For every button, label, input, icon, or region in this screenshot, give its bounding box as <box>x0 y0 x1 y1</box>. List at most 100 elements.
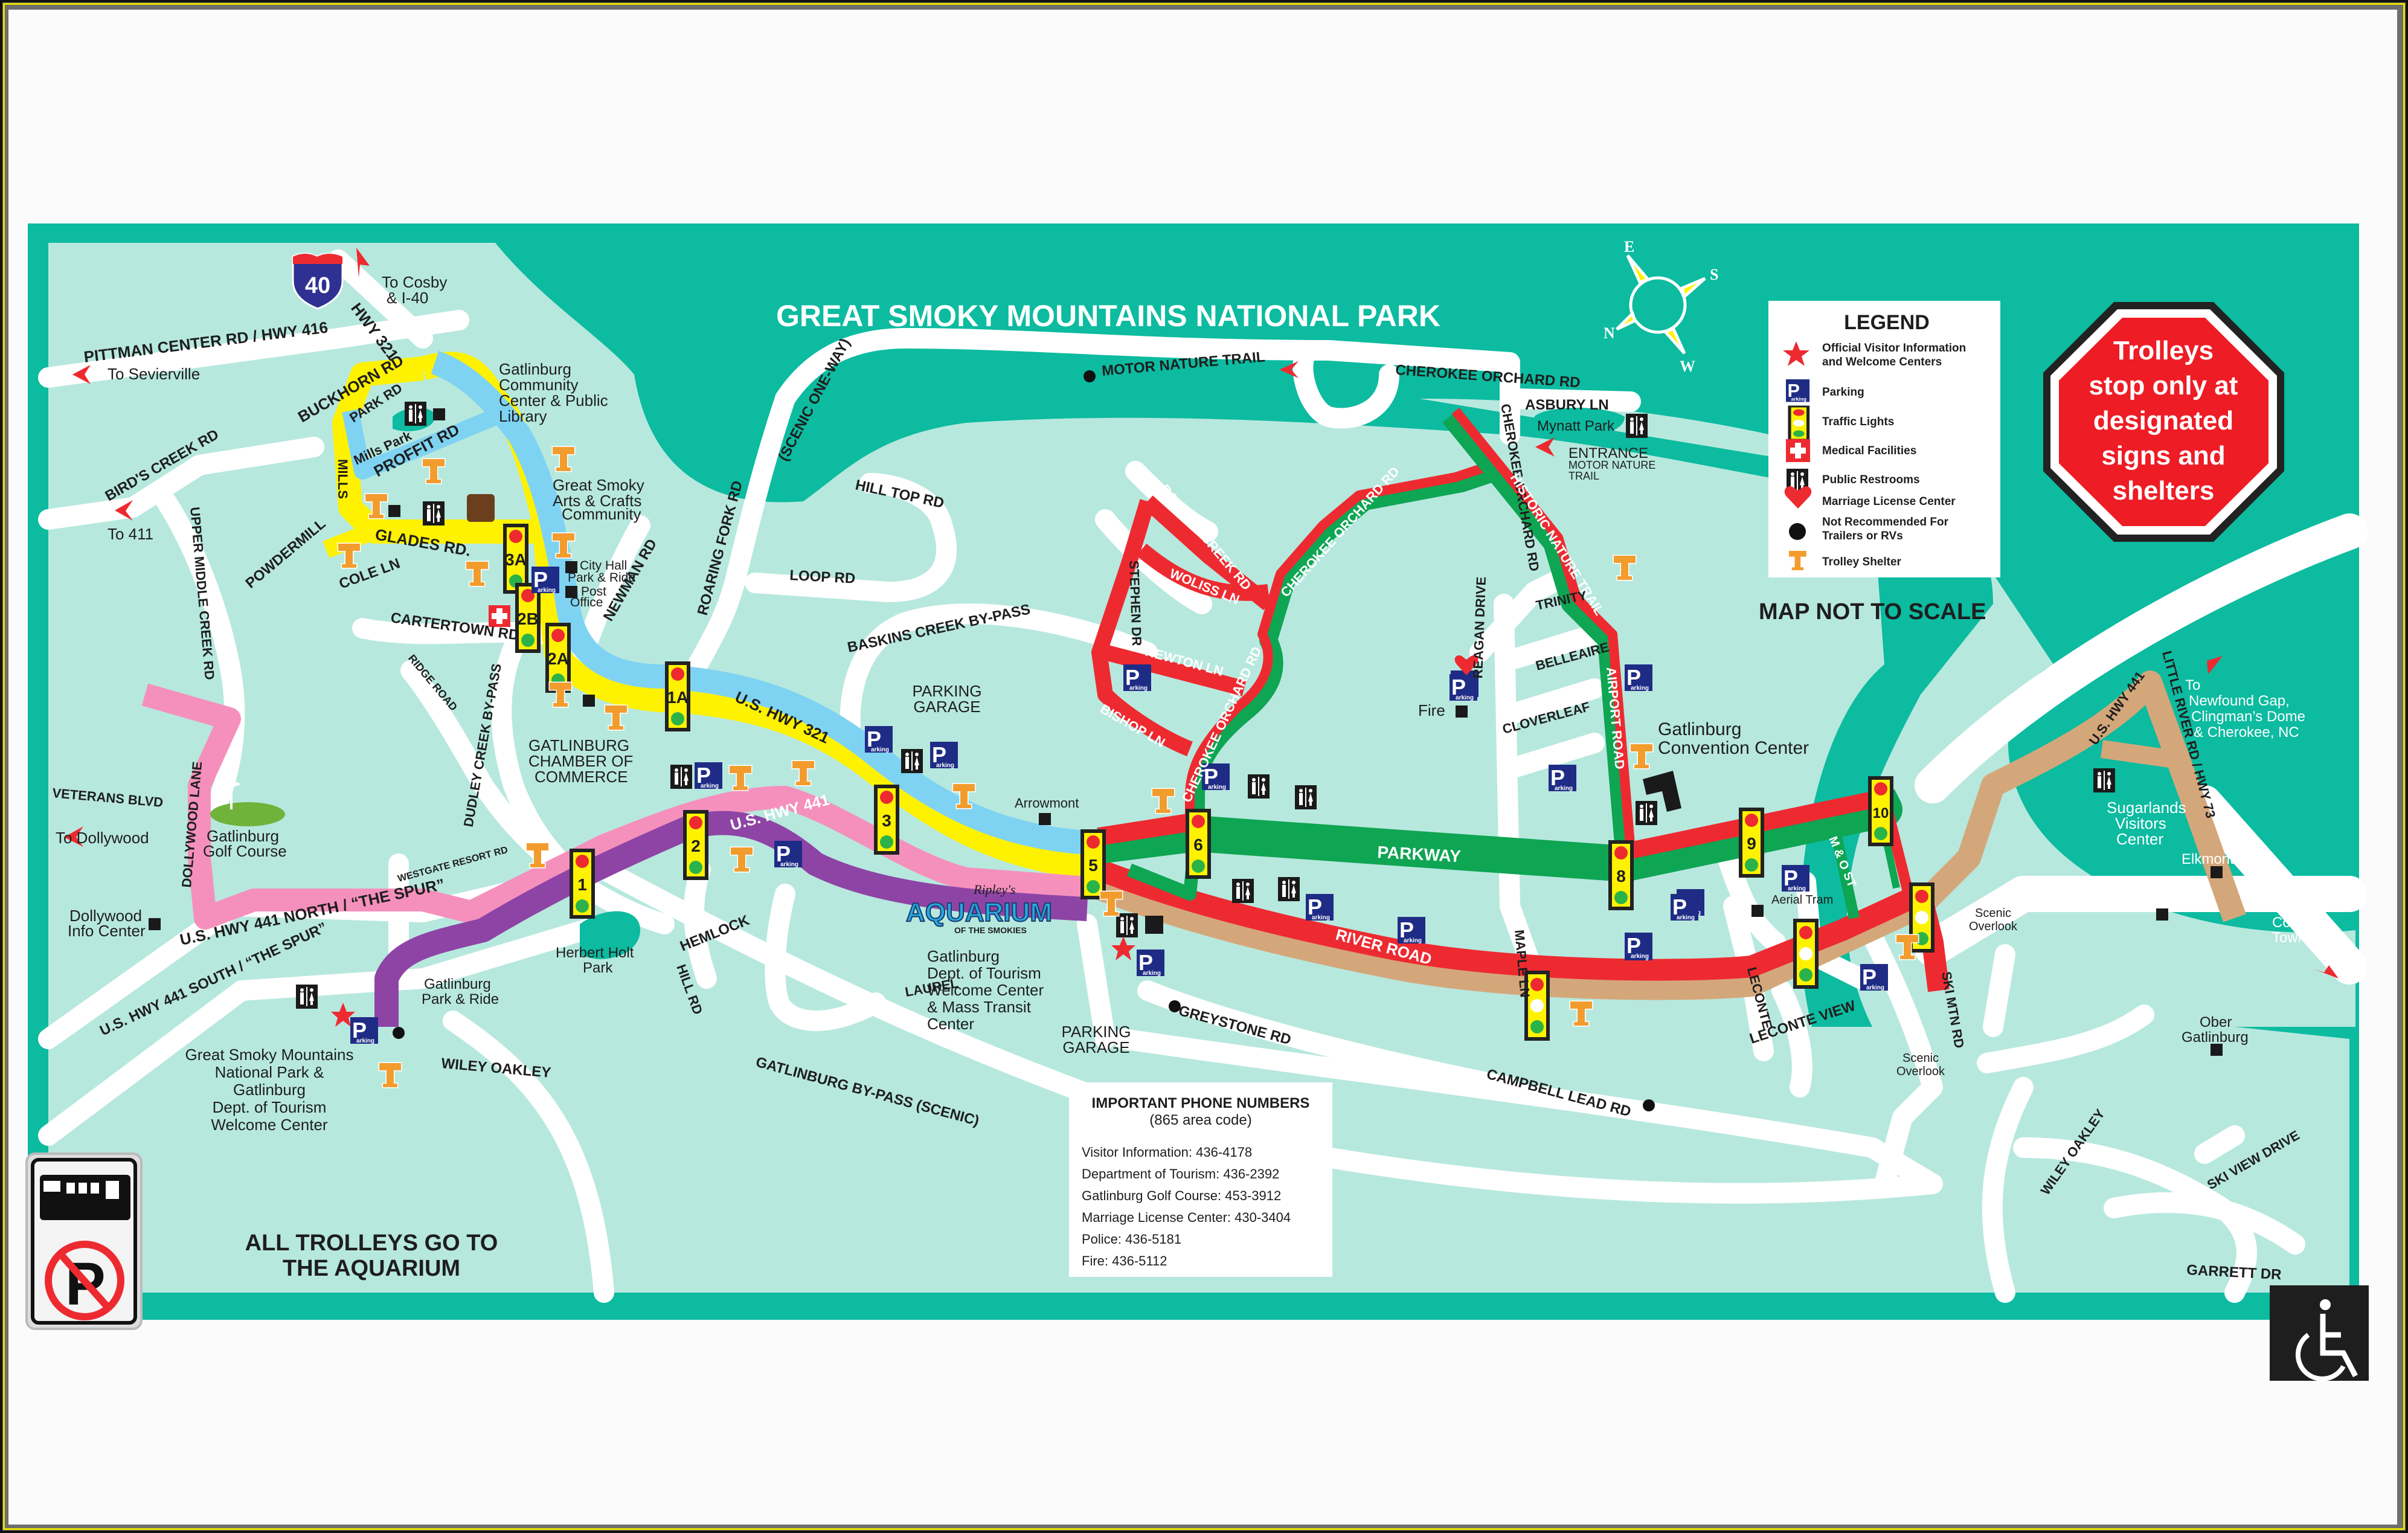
svg-text:Townsend: Townsend <box>2272 930 2337 946</box>
svg-text:Trailers or RVs: Trailers or RVs <box>1822 530 1903 542</box>
svg-text:Gatlinburg: Gatlinburg <box>233 1081 306 1099</box>
svg-text:TRAIL: TRAIL <box>1568 470 1599 482</box>
svg-text:W: W <box>1680 358 1695 375</box>
svg-text:Trolleys: Trolleys <box>2113 336 2214 365</box>
mynatt-pond <box>1534 408 1625 437</box>
svg-text:Center & Public: Center & Public <box>499 391 608 410</box>
svg-text:Marriage License Center: Marriage License Center <box>1822 495 1956 508</box>
svg-text:Visitor Information: 436-4178: Visitor Information: 436-4178 <box>1082 1145 1252 1160</box>
svg-text:COMMERCE: COMMERCE <box>535 768 628 786</box>
svg-text:1: 1 <box>577 875 587 894</box>
svg-text:Gatlinburg: Gatlinburg <box>424 976 491 992</box>
convention-center-building <box>1643 771 1681 812</box>
traffic-light-8: 8 <box>1610 842 1632 908</box>
svg-text:(865 area code): (865 area code) <box>1149 1112 1251 1128</box>
traffic-light-icon <box>1790 407 1808 440</box>
svg-text:Park: Park <box>583 960 613 976</box>
svg-text:Gatlinburg Golf Course: 453-39: Gatlinburg Golf Course: 453-3912 <box>1082 1188 1281 1203</box>
traffic-lights: 3A 2B 2A 1A 1 2 3 5 6 8 9 10 <box>505 525 1933 1039</box>
svg-text:6: 6 <box>1193 835 1203 854</box>
svg-text:Cove &: Cove & <box>2272 914 2320 931</box>
map-not-to-scale: MAP NOT TO SCALE <box>1759 599 1986 625</box>
svg-text:Overlook: Overlook <box>1969 920 2018 933</box>
svg-text:STEPHEN DR: STEPHEN DR <box>1126 560 1145 646</box>
svg-text:stop only at: stop only at <box>2089 371 2238 400</box>
svg-text:Park & Ride: Park & Ride <box>422 991 499 1008</box>
accessibility-icon <box>2270 1285 2369 1381</box>
svg-text:PARKING: PARKING <box>1061 1023 1131 1041</box>
svg-text:Great Smoky: Great Smoky <box>553 476 644 494</box>
svg-text:Traffic Lights: Traffic Lights <box>1822 416 1894 428</box>
svg-text:Gatlinburg: Gatlinburg <box>927 947 1000 965</box>
svg-text:ASBURY LN: ASBURY LN <box>1525 397 1609 413</box>
traffic-light-2: 2 <box>685 812 707 878</box>
all-trolleys-note: ALL TROLLEYS GO TO <box>245 1230 498 1256</box>
traffic-light-1a: 1A <box>667 663 689 730</box>
svg-text:MILLS: MILLS <box>335 459 350 499</box>
svg-text:2B: 2B <box>517 609 539 628</box>
svg-text:OF THE SMOKIES: OF THE SMOKIES <box>954 925 1027 935</box>
svg-text:E: E <box>1624 238 1634 256</box>
svg-text:MOTOR NATURE: MOTOR NATURE <box>1568 459 1655 471</box>
svg-text:Fire: 436-5112: Fire: 436-5112 <box>1082 1253 1167 1268</box>
svg-text:Mynatt Park: Mynatt Park <box>1537 418 1615 434</box>
svg-text:Park & Ride: Park & Ride <box>568 571 635 585</box>
svg-text:Gatlinburg: Gatlinburg <box>2182 1029 2249 1046</box>
svg-text:Office: Office <box>570 596 603 609</box>
svg-text:National Park &: National Park & <box>215 1063 324 1081</box>
svg-text:10: 10 <box>1873 805 1889 821</box>
svg-text:LOOP RD: LOOP RD <box>789 567 856 587</box>
marriage-heart-icon <box>1454 655 1479 675</box>
traffic-light-1: 1 <box>571 850 593 917</box>
svg-text:3: 3 <box>882 811 891 830</box>
svg-text:ENTRANCE: ENTRANCE <box>1568 445 1648 461</box>
svg-text:Medical Facilities: Medical Facilities <box>1822 445 1916 457</box>
svg-text:Dollywood: Dollywood <box>69 907 142 925</box>
svg-text:2: 2 <box>691 837 701 855</box>
poi-markers <box>149 370 2223 1111</box>
svg-text:Dept. of Tourism: Dept. of Tourism <box>213 1098 327 1116</box>
black-dot-icon <box>1789 523 1806 540</box>
svg-text:1A: 1A <box>667 688 689 707</box>
parking-icon <box>1786 379 1810 402</box>
legend-panel: LEGEND Official Visitor Information and … <box>1768 301 2000 577</box>
svg-text:Convention Center: Convention Center <box>1658 738 1809 758</box>
svg-text:Newfound Gap,: Newfound Gap, <box>2189 693 2290 709</box>
svg-text:Trolley Shelter: Trolley Shelter <box>1822 556 1902 568</box>
traffic-light-3: 3 <box>876 786 897 853</box>
svg-text:Post: Post <box>581 585 606 599</box>
compass-rose: E S N W <box>1604 238 1718 375</box>
svg-text:Scenic: Scenic <box>1902 1052 1939 1065</box>
svg-text:Gatlinburg: Gatlinburg <box>1658 719 1741 739</box>
svg-text:Sugarlands: Sugarlands <box>2107 799 2186 817</box>
svg-text:Golf Course: Golf Course <box>203 842 287 860</box>
svg-text:Not Recommended For: Not Recommended For <box>1822 516 1949 529</box>
star-icon <box>1783 341 1809 366</box>
svg-text:& I-40: & I-40 <box>387 289 428 307</box>
traffic-light-2a: 2A <box>547 625 569 691</box>
svg-text:Official Visitor Information: Official Visitor Information <box>1822 342 1966 355</box>
no-parking-bus-sign: P <box>25 1152 143 1330</box>
traffic-light-3a: 3A <box>505 525 527 592</box>
svg-text:GARAGE: GARAGE <box>1062 1038 1129 1056</box>
traffic-light-2b: 2B <box>517 585 539 651</box>
trolley-stop-sign: Trolleys stop only at designated signs a… <box>2043 302 2284 542</box>
svg-text:shelters: shelters <box>2113 476 2215 506</box>
svg-text:and Welcome Centers: and Welcome Centers <box>1822 356 1942 368</box>
svg-text:8: 8 <box>1616 867 1626 885</box>
svg-text:City Hall: City Hall <box>580 559 627 573</box>
svg-text:9: 9 <box>1747 834 1756 853</box>
svg-text:Department of Tourism: 436-239: Department of Tourism: 436-2392 <box>1082 1166 1279 1181</box>
svg-text:Parking: Parking <box>1822 386 1864 399</box>
interstate-40-shield: 40 <box>292 252 344 310</box>
svg-text:THE AQUARIUM: THE AQUARIUM <box>283 1256 460 1281</box>
svg-text:Community: Community <box>562 505 641 523</box>
svg-text:Visitors: Visitors <box>2115 814 2166 832</box>
svg-text:Ober: Ober <box>2200 1014 2232 1030</box>
svg-text:Welcome Center: Welcome Center <box>927 981 1044 999</box>
svg-text:To Dollywood: To Dollywood <box>56 829 149 847</box>
svg-text:LEGEND: LEGEND <box>1844 311 1930 334</box>
svg-text:REAGAN DRIVE: REAGAN DRIVE <box>1470 576 1489 678</box>
golf-course-icon <box>210 780 285 826</box>
svg-text:To Sevierville: To Sevierville <box>108 365 200 383</box>
